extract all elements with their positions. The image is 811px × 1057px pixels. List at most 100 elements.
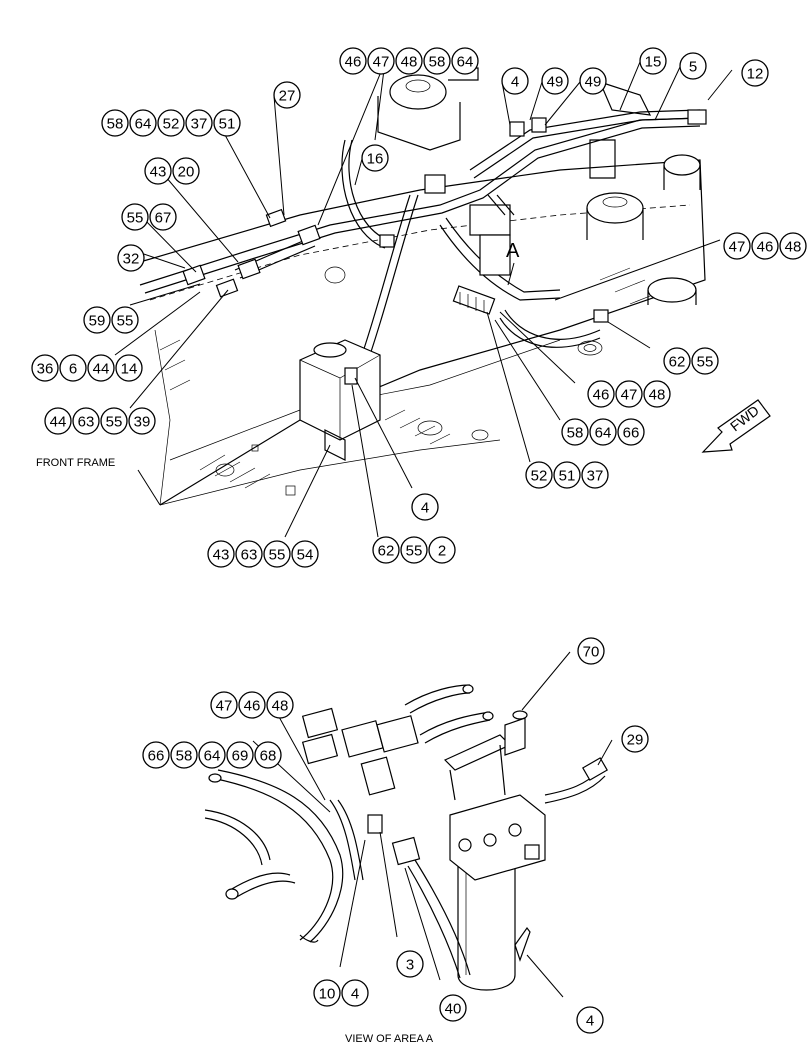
callout-number: 40	[445, 1001, 462, 1018]
callout-number: 4	[421, 500, 429, 517]
callout-bubble	[423, 47, 451, 75]
callout-number: 10	[319, 986, 336, 1003]
callout-27: 27	[273, 81, 301, 109]
callout-29: 29	[621, 725, 649, 753]
callout-bubble	[144, 157, 172, 185]
callout-bubble	[72, 407, 100, 435]
front-frame-label: FRONT FRAME	[36, 457, 115, 469]
callout-number: 52	[531, 468, 548, 485]
callout-number: 29	[627, 732, 644, 749]
callout-number: 6	[69, 361, 77, 378]
callout-bubble	[263, 540, 291, 568]
callout-bubble	[83, 306, 111, 334]
callout-number: 51	[219, 116, 236, 133]
callout-number: 63	[78, 414, 95, 431]
callout-number: 12	[747, 66, 764, 83]
callout-3: 3	[396, 950, 424, 978]
callout-number: 27	[279, 88, 296, 105]
callout-number: 44	[50, 414, 67, 431]
callout-number: 51	[559, 468, 576, 485]
callout-bubble	[101, 109, 129, 137]
callout-number: 59	[89, 313, 106, 330]
callout-bubble	[643, 380, 671, 408]
callout-bubble	[254, 741, 282, 769]
callout-bubble	[100, 407, 128, 435]
callout-bubble	[235, 540, 263, 568]
callout-bubble	[561, 418, 589, 446]
callout-5: 5	[679, 52, 707, 80]
callout-49-a: 49	[541, 67, 569, 95]
callout-4-bottom: 4	[576, 1006, 604, 1034]
callout-number: 48	[401, 54, 418, 71]
callout-bubble	[361, 144, 389, 172]
callout-32: 32	[117, 244, 145, 272]
callout-bubble	[501, 67, 529, 95]
callout-4-top: 4	[501, 67, 529, 95]
callout-bubble	[691, 347, 719, 375]
callout-bubble	[679, 52, 707, 80]
callout-number: 68	[260, 748, 277, 765]
callout-bubble	[576, 1006, 604, 1034]
callout-bubble	[128, 407, 156, 435]
callout-number: 15	[645, 54, 662, 71]
callout-bubble	[31, 354, 59, 382]
callout-16: 16	[361, 144, 389, 172]
callout-bubble	[587, 380, 615, 408]
callout-bubble	[367, 47, 395, 75]
callout-number: 32	[123, 251, 140, 268]
callout-number: 3	[406, 957, 414, 974]
callout-number: 4	[586, 1013, 594, 1030]
callout-bubble	[129, 109, 157, 137]
callout-number: 16	[367, 151, 384, 168]
area-a-detail-drawing	[204, 684, 608, 991]
callout-bubble	[198, 741, 226, 769]
callout-number: 62	[669, 354, 686, 371]
callout-number: 62	[378, 543, 395, 560]
callout-bubble	[339, 47, 367, 75]
callout-number: 52	[163, 116, 180, 133]
callout-bubble	[213, 109, 241, 137]
callout-number: 55	[269, 547, 286, 564]
callout-bubble	[172, 157, 200, 185]
callout-number: 49	[547, 74, 564, 91]
callout-number: 2	[438, 543, 446, 560]
callout-number: 48	[272, 698, 289, 715]
callout-bubble	[291, 540, 319, 568]
callout-bubble	[44, 407, 72, 435]
callout-number: 58	[567, 425, 584, 442]
callout-number: 55	[697, 354, 714, 371]
callout-bubble	[185, 109, 213, 137]
callout-bubble	[207, 540, 235, 568]
callout-bubble	[238, 691, 266, 719]
callout-bubble	[553, 461, 581, 489]
callout-12: 12	[741, 59, 769, 87]
callout-bubble	[579, 67, 607, 95]
callout-number: 48	[785, 239, 802, 256]
callout-number: 48	[649, 387, 666, 404]
callout-number: 43	[150, 164, 167, 181]
callout-bubble	[115, 354, 143, 382]
callout-bubble	[581, 461, 609, 489]
callout-bubble	[226, 741, 254, 769]
callout-bubble	[121, 203, 149, 231]
callout-number: 47	[621, 387, 638, 404]
callout-number: 47	[216, 698, 233, 715]
callout-number: 39	[134, 414, 151, 431]
callout-number: 43	[213, 547, 230, 564]
callout-bubble	[273, 81, 301, 109]
callout-bubble	[577, 637, 605, 665]
callout-62-55-right: 62 55	[663, 347, 719, 375]
callout-bubble	[751, 232, 779, 260]
callout-4-mid: 4	[411, 493, 439, 521]
area-a-marker: A	[506, 240, 520, 262]
callout-number: 58	[176, 748, 193, 765]
callout-bubble	[266, 691, 294, 719]
